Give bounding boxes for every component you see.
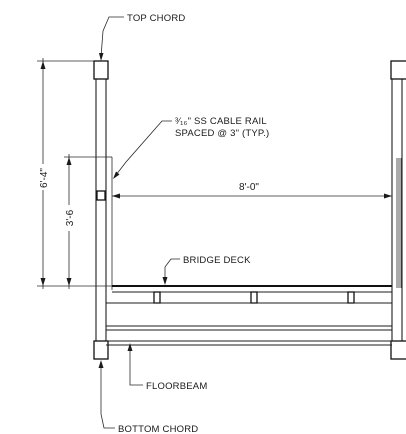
right-bottom-chord [390, 340, 406, 360]
top-chord-label: TOP CHORD [127, 13, 185, 24]
left-rail-bracket [106, 156, 113, 290]
right-truss-post [390, 60, 406, 360]
floorbeam-callout: FLOORBEAM [127, 343, 207, 392]
overall-height-dimension: 6'-4" [34, 58, 112, 289]
overall-height-label: 6'-4" [39, 168, 50, 188]
top-chord-callout: TOP CHORD [99, 13, 185, 61]
bridge-deck-structure [106, 285, 392, 346]
floorbeam-label: FLOORBEAM [146, 381, 207, 392]
stringer-2 [250, 291, 258, 304]
left-bottom-chord [93, 340, 109, 360]
rail-height-label: 3'-6 [65, 209, 76, 226]
cable-rail-label-line2: SPACED @ 3" (TYP.) [175, 128, 269, 139]
left-top-chord [93, 60, 109, 80]
clear-width-dimension: 8'-0" [112, 180, 392, 199]
clear-width-label: 8'-0" [239, 182, 259, 193]
cable-rail-label-line1: ³⁄₁₆" SS CABLE RAIL [175, 116, 267, 127]
stringer-3 [347, 291, 355, 304]
bottom-chord-callout: BOTTOM CHORD [98, 360, 198, 434]
left-truss-post [93, 60, 109, 360]
bottom-chord-label: BOTTOM CHORD [118, 424, 198, 434]
stringer-1 [153, 291, 161, 304]
cable-rail-callout: ³⁄₁₆" SS CABLE RAIL SPACED @ 3" (TYP.) [113, 116, 269, 179]
bridge-deck-callout: BRIDGE DECK [162, 255, 251, 285]
left-rail-attachment [96, 190, 106, 201]
right-top-chord [390, 60, 406, 80]
rail-height-dimension: 3'-6 [60, 154, 106, 289]
bridge-deck-label: BRIDGE DECK [183, 255, 251, 266]
